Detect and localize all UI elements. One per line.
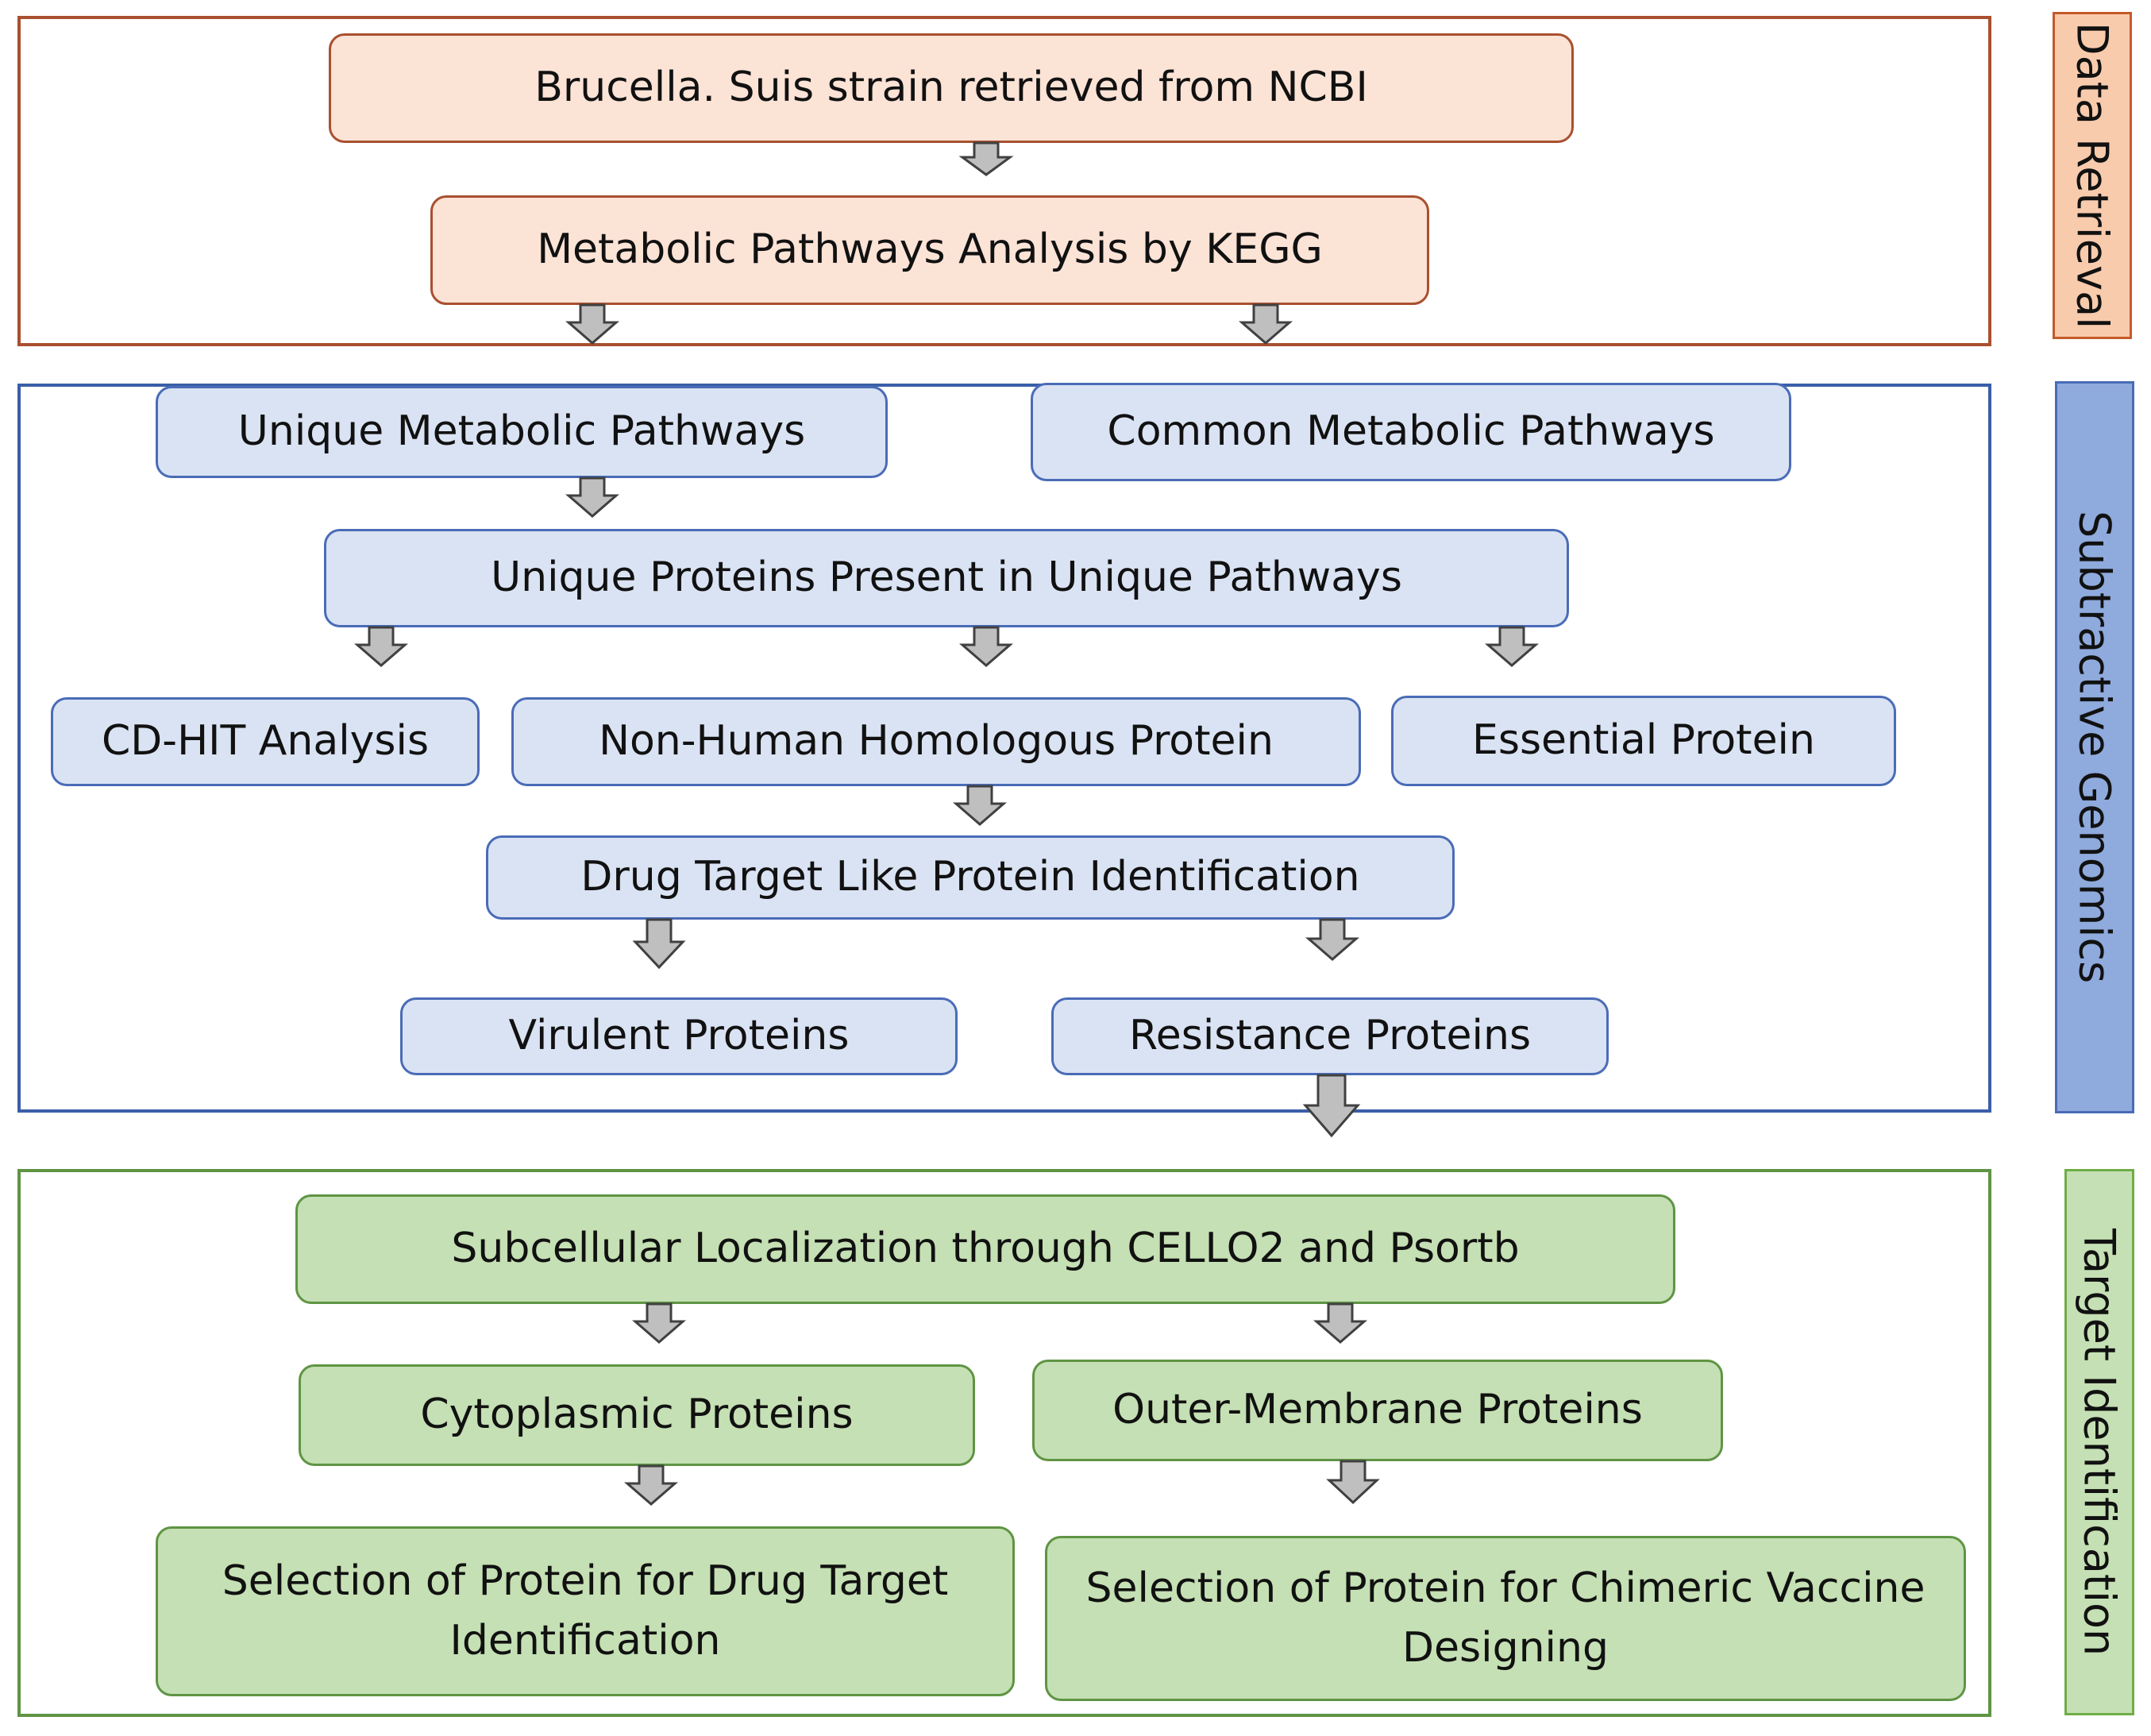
essential-box: Essential Protein <box>1391 696 1896 786</box>
arrow-proteins-to-essential <box>1484 626 1540 667</box>
kegg-box: Metabolic Pathways Analysis by KEGG <box>430 195 1429 305</box>
subtractive-genomics-label: Subtractive Genomics <box>2055 381 2134 1113</box>
non-human-box: Non-Human Homologous Protein <box>511 697 1361 786</box>
arrow-proteins-to-cdhit <box>353 626 409 667</box>
common-pathways-box: Common Metabolic Pathways <box>1031 383 1791 481</box>
arrow-unique-to-proteins <box>565 476 620 518</box>
resistance-box: Resistance Proteins <box>1051 997 1609 1075</box>
ncbi-box: Brucella. Suis strain retrieved from NCB… <box>329 33 1574 143</box>
arrow-ncbi-to-kegg <box>958 141 1014 176</box>
arrow-non-human-to-drug-target <box>952 785 1008 826</box>
arrow-cytoplasmic-to-drug-selection <box>623 1464 679 1506</box>
data-retrieval-panel <box>17 16 1991 346</box>
drug-target-like-box: Drug Target Like Protein Identification <box>486 835 1455 920</box>
arrow-subcellular-to-outer-membrane <box>1313 1302 1368 1344</box>
target-identification-panel <box>17 1169 1991 1717</box>
arrow-kegg-to-unique <box>565 303 620 345</box>
arrow-drug-target-to-virulent <box>632 918 686 970</box>
unique-pathways-box: Unique Metabolic Pathways <box>156 386 888 478</box>
data-retrieval-label: Data Retrieval <box>2053 12 2132 339</box>
subcellular-box: Subcellular Localization through CELLO2 … <box>295 1194 1675 1304</box>
cdhit-box: CD-HIT Analysis <box>51 697 480 786</box>
arrow-subcellular-to-cytoplasmic <box>631 1302 687 1344</box>
target-identification-label: Target Identification <box>2064 1169 2134 1715</box>
arrow-resistance-to-subcellular <box>1302 1074 1361 1138</box>
cytoplasmic-box: Cytoplasmic Proteins <box>299 1364 975 1466</box>
subtractive-genomics-panel <box>17 384 1991 1113</box>
arrow-kegg-to-common <box>1238 303 1293 345</box>
unique-proteins-box: Unique Proteins Present in Unique Pathwa… <box>324 529 1569 627</box>
arrow-proteins-to-non-human <box>958 626 1014 667</box>
outer-membrane-box: Outer-Membrane Proteins <box>1032 1360 1723 1461</box>
vaccine-selection-box: Selection of Protein for Chimeric Vaccin… <box>1045 1536 1966 1701</box>
virulent-box: Virulent Proteins <box>400 997 958 1075</box>
arrow-outer-membrane-to-vaccine-selection <box>1326 1460 1380 1505</box>
drug-selection-box: Selection of Protein for Drug Target Ide… <box>156 1526 1015 1696</box>
arrow-drug-target-to-resistance <box>1305 918 1360 961</box>
